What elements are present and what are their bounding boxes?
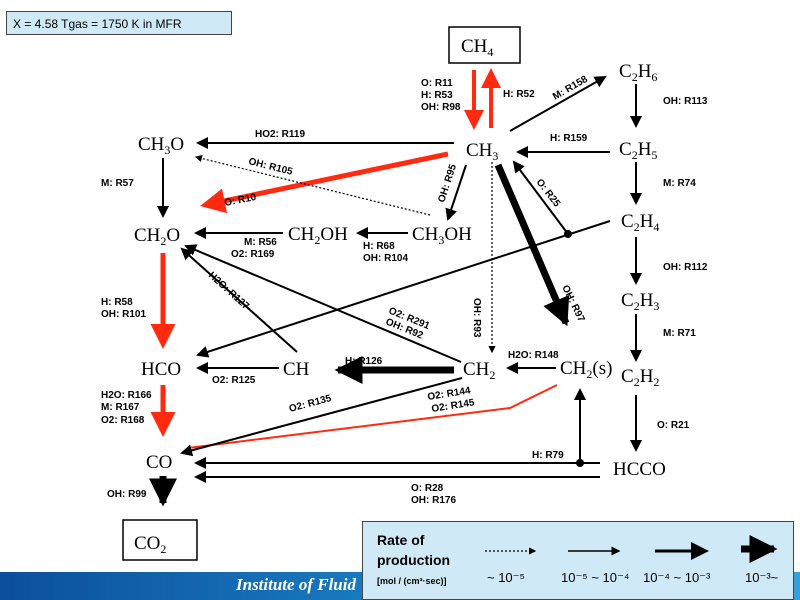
arrow-c2h4-to-ch3	[512, 160, 569, 235]
legend-title-line2: production	[377, 552, 451, 568]
species-c2h3: C2H3	[621, 290, 659, 313]
label-ch4-ch3-b: H: R53	[421, 90, 453, 101]
label-hcco-co-b: OH: R176	[411, 495, 456, 506]
label-ch3-ch2: OH: R93	[471, 298, 482, 338]
arrow-ch3-to-ch2s	[494, 163, 570, 327]
arrow-ch3-to-ch3oh	[445, 164, 467, 221]
species-ch2: CH2	[463, 359, 495, 382]
species-ch2s: CH2(s)	[560, 358, 612, 381]
label-c2h4-c2h3: OH: R112	[663, 262, 708, 273]
species-ch3: CH3	[466, 140, 498, 163]
arrow-c2h4-to-hco	[196, 220, 611, 358]
label-ch2o-hco-b: OH: R101	[101, 309, 146, 320]
legend-box: Rate of production [mol / (cm³·sec)] ~ 1…	[362, 521, 794, 600]
species-ch: CH	[283, 359, 310, 380]
label-c2h5-ch3: H: R159	[550, 133, 588, 144]
arrow-ch2s-to-co	[187, 384, 558, 449]
institute-name: Institute of Fluid	[236, 575, 356, 594]
legend-units: [mol / (cm³·sec)]	[377, 576, 447, 586]
label-ch2o-hco-a: H: R58	[101, 297, 133, 308]
label-ch4-ch3-a: O: R11	[421, 78, 453, 89]
co2-box	[122, 519, 198, 561]
label-hcco-ch2s: H: R79	[532, 450, 564, 461]
species-ch3o: CH3O	[138, 134, 184, 157]
label-hco-co-a: H2O: R166	[101, 390, 152, 401]
label-co-co2: OH: R99	[107, 489, 147, 500]
label-ch3-ch3o: HO2: R119	[255, 129, 305, 140]
arrow-ch3-to-ch2o	[200, 151, 449, 214]
label-hcco-co-a: O: R28	[411, 483, 444, 494]
species-hcco: HCCO	[613, 459, 666, 480]
arrow-ch2-to-co	[180, 377, 463, 457]
arrow-ch-to-ch2o	[180, 247, 298, 353]
ch4-box	[448, 26, 521, 64]
label-hco-co-c: O2: R168	[101, 415, 145, 426]
species-hco: HCO	[141, 359, 181, 380]
species-ch2o: CH2O	[134, 225, 180, 248]
label-c2h6-c2h5: OH: R113	[663, 96, 708, 107]
species-c2h2: C2H2	[621, 366, 659, 389]
label-ch2s-ch2: H2O: R148	[508, 350, 559, 361]
label-ch2oh-ch2o-b: O2: R169	[231, 249, 275, 260]
legend-range-3: 10⁻⁴ ~ 10⁻³	[643, 570, 711, 585]
label-ch3oh-ch3o: OH: R105	[247, 156, 294, 178]
species-ch2oh: CH2OH	[288, 224, 348, 247]
label-ch3-ch2o: O: R10	[223, 192, 257, 209]
species-c2h5: C2H5	[619, 139, 657, 162]
label-ch4-ch3-c: OH: R98	[421, 102, 461, 113]
label-ch3oh-ch2oh-a: H: R68	[363, 241, 395, 252]
label-ch3-ch4: H: R52	[503, 89, 535, 100]
species-c2h6: C2H6	[619, 61, 657, 84]
arrow-ch2-to-ch2o	[184, 244, 462, 363]
species-c2h4: C2H4	[621, 211, 659, 234]
species-co: CO	[146, 452, 172, 473]
condition-header: X = 4.58 Tgas = 1750 K in MFR	[6, 11, 232, 35]
legend-title-line1: Rate of	[377, 532, 425, 548]
species-ch4: CH4	[461, 36, 493, 59]
legend-arrow-samples	[485, 535, 778, 563]
label-ch-ch2o: H2O: R127	[206, 270, 251, 312]
label-c2h5-c2h4: M: R74	[663, 178, 696, 189]
arrow-ch3-to-c2h6	[509, 76, 607, 132]
legend-range-4: 10⁻³~	[745, 570, 779, 585]
label-ch2-co: O2: R135	[288, 393, 333, 415]
label-c2h2-hcco: O: R21	[657, 420, 690, 431]
species-ch3oh: CH3OH	[412, 224, 472, 247]
condition-text: X = 4.58 Tgas = 1750 K in MFR	[13, 17, 182, 31]
legend-range-2: 10⁻⁵ ~ 10⁻⁴	[561, 570, 630, 585]
label-ch2oh-ch2o-a: M: R56	[244, 237, 277, 248]
label-ch3oh-ch2oh-b: OH: R104	[363, 253, 408, 264]
species-co2: CO2	[134, 533, 166, 556]
label-c2h3-c2h2: M: R71	[663, 328, 696, 339]
label-ch2-ch: H: R126	[345, 356, 383, 367]
label-ch-hco: O2: R125	[212, 375, 256, 386]
arrow-hcco-to-ch2s	[574, 388, 600, 464]
arrow-ch3oh-to-ch3o	[194, 154, 431, 216]
label-hco-co-b: M: R167	[101, 402, 140, 413]
legend-range-1: ~ 10⁻⁵	[487, 570, 525, 585]
label-ch3o-ch2o: M: R57	[101, 178, 134, 189]
